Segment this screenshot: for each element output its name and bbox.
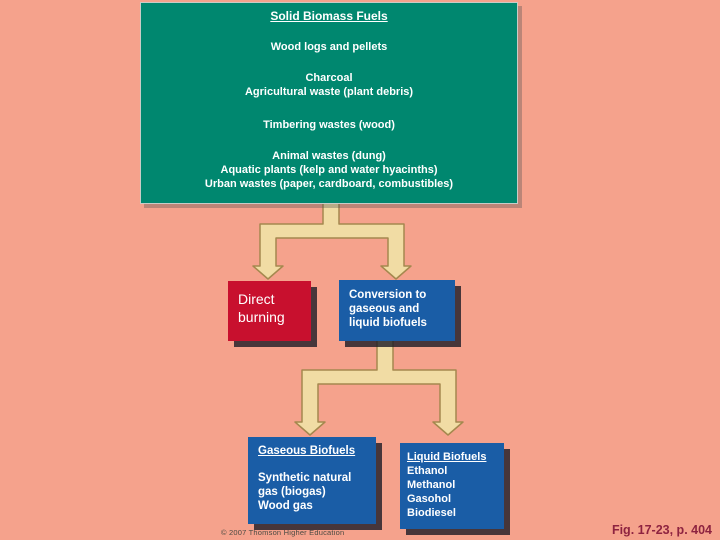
split-arrow-bottom — [294, 335, 464, 436]
source-item: Agricultural waste (plant debris) — [244, 86, 414, 98]
figure-caption: Fig. 17-23, p. 404 — [611, 523, 712, 537]
liquid-item: Ethanol — [407, 465, 448, 477]
copyright-text: © 2007 Thomson Higher Education — [221, 528, 345, 537]
source-item: Aquatic plants (kelp and water hyacinths… — [220, 164, 438, 176]
gaseous-biofuels-box: Gaseous Biofuels Synthetic natural gas (… — [248, 437, 376, 524]
liquid-item: Methanol — [407, 479, 456, 491]
liquid-item: Gasohol — [407, 493, 452, 505]
gaseous-item: Synthetic natural gas (biogas) — [258, 472, 352, 498]
source-item: Timbering wastes (wood) — [263, 119, 395, 131]
liquid-biofuels-title: Liquid Biofuels — [407, 451, 487, 463]
source-item: Wood logs and pellets — [270, 41, 388, 53]
gaseous-biofuels-title: Gaseous Biofuels — [258, 445, 356, 457]
source-item: Animal wastes (dung) — [272, 150, 386, 162]
source-item: Urban wastes (paper, cardboard, combusti… — [204, 178, 454, 190]
source-box: Solid Biomass Fuels Wood logs and pellet… — [140, 2, 518, 204]
direct-burning-box: Direct burning — [228, 281, 311, 341]
liquid-biofuels-box: Liquid Biofuels Ethanol Methanol Gasohol… — [400, 443, 504, 529]
split-arrow-top — [252, 197, 412, 280]
source-box-title: Solid Biomass Fuels — [270, 9, 388, 23]
gaseous-item: Wood gas — [258, 500, 313, 512]
conversion-box: Conversion to gaseous and liquid biofuel… — [339, 280, 455, 341]
conversion-label: Conversion to gaseous and liquid biofuel… — [349, 289, 427, 329]
liquid-item: Biodiesel — [407, 507, 456, 519]
source-item: Charcoal — [305, 72, 353, 84]
direct-burning-label: Direct burning — [238, 291, 285, 325]
